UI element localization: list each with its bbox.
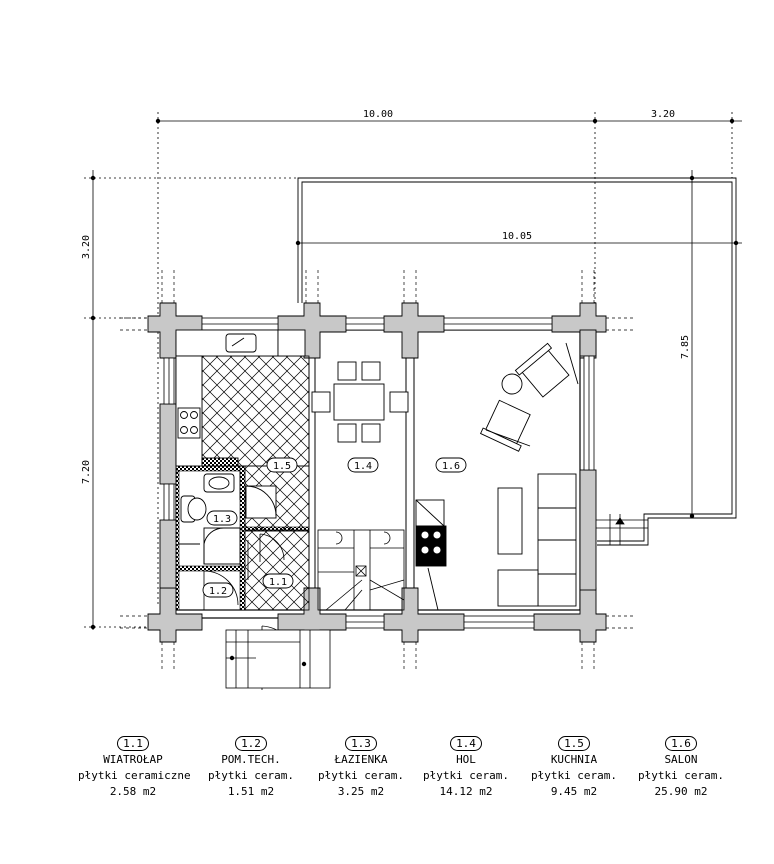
dim-left-upper: 3.20 [81,235,92,259]
legend-finish: płytki ceram. [530,769,618,782]
legend-finish: płytki ceramiczne [78,769,191,782]
wall-posts [147,302,607,643]
legend-finish: płytki ceram. [422,769,510,782]
entrance-steps [225,629,331,689]
room-tag-label: 1.2 [209,586,227,597]
dimension-lines [84,112,742,630]
legend-area: 25.90 m2 [654,785,708,798]
legend-number: 1.4 [450,736,482,751]
legend-room-name: SALON [664,753,698,766]
legend-number: 1.2 [235,736,267,751]
room-tag-1-2: 1.2 [202,582,234,598]
legend-room-name: ŁAZIENKA [334,753,388,766]
legend-area: 14.12 m2 [439,785,493,798]
legend-room-1-5: 1.5 KUCHNIA płytki ceram. 9.45 m2 [519,736,629,800]
legend-number: 1.6 [665,736,697,751]
legend-number: 1.3 [345,736,377,751]
room-tag-label: 1.3 [213,514,231,525]
legend-room-name: KUCHNIA [550,753,598,766]
room-tag-label: 1.1 [269,577,287,588]
dining-table-set [311,361,409,443]
legend-room-1-1: 1.1 WIATROŁAP płytki ceramiczne 2.58 m2 [78,736,191,800]
dim-top-left: 10.00 [363,109,393,120]
legend-area: 9.45 m2 [550,785,598,798]
room-tag-1-5: 1.5 [266,457,298,473]
dim-terrace-depth: 7.85 [680,335,691,359]
legend-room-name: HOL [456,753,476,766]
legend-finish: płytki ceram. [637,769,725,782]
legend-number: 1.5 [558,736,590,751]
room-tag-label: 1.6 [442,461,460,472]
terrace-outline [297,177,737,546]
room-tag-label: 1.5 [273,461,291,472]
staircase [317,529,405,611]
bathroom-fixtures [178,473,241,565]
legend-number: 1.1 [117,736,149,751]
kitchen-fixtures [175,329,306,519]
living-room-furniture [415,342,579,611]
legend-room-1-6: 1.6 SALON płytki ceram. 25.90 m2 [626,736,736,800]
legend-room-1-4: 1.4 HOL płytki ceram. 14.12 m2 [411,736,521,800]
legend-area: 3.25 m2 [337,785,385,798]
dim-top-right: 3.20 [651,109,675,120]
dim-left-lower: 7.20 [81,460,92,484]
room-tag-1-4: 1.4 [347,457,379,473]
legend-room-name: POM.TECH. [221,753,281,766]
post-guides [120,270,636,672]
legend-room-1-3: 1.3 ŁAZIENKA płytki ceram. 3.25 m2 [306,736,416,800]
legend-finish: płytki ceram. [207,769,295,782]
kitchen-tile-area [201,355,310,467]
room-tag-1-6: 1.6 [435,457,467,473]
legend-room-name: WIATROŁAP [103,753,163,766]
windows [163,317,595,629]
room-tag-1-1: 1.1 [262,573,294,589]
room-tag-label: 1.4 [354,461,372,472]
dim-terrace-width: 10.05 [502,231,532,242]
terrace-steps [596,514,648,545]
legend-room-1-2: 1.2 POM.TECH. płytki ceram. 1.51 m2 [196,736,306,800]
legend-finish: płytki ceram. [317,769,405,782]
room-tag-1-3: 1.3 [206,510,238,526]
legend-area: 1.51 m2 [227,785,275,798]
legend-area: 2.58 m2 [109,785,157,798]
vestibule-tile-area [244,530,310,611]
